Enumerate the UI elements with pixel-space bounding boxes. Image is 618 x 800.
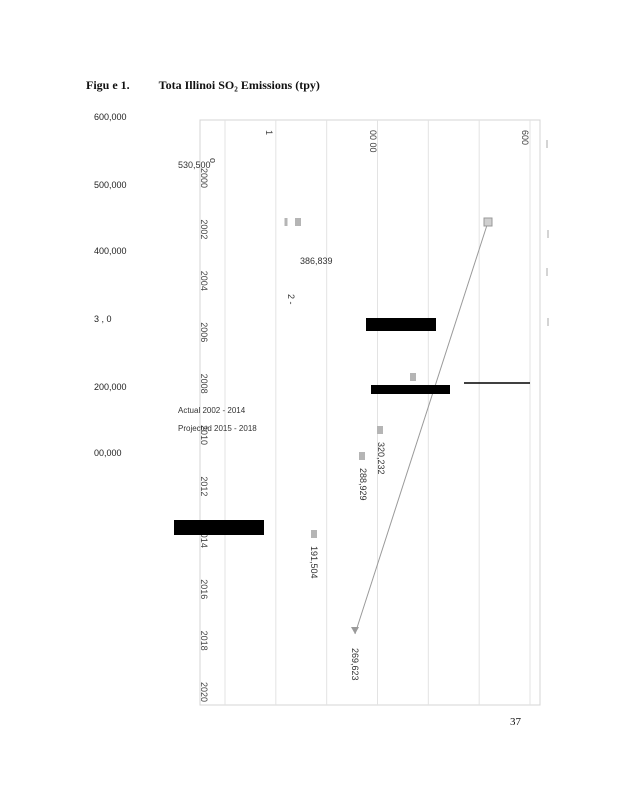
top-label: 600 <box>520 130 530 145</box>
actual-point <box>377 426 383 434</box>
data-label: 191,504 <box>309 546 319 579</box>
data-label: 386,839 <box>300 256 333 266</box>
redaction-bar-1 <box>371 385 450 394</box>
x-tick-label: 2016 <box>199 579 209 599</box>
y-tick-label: 00,000 <box>94 448 122 458</box>
redaction-bar-0 <box>366 318 436 331</box>
projected-point <box>483 217 493 227</box>
data-label: 288,929 <box>358 468 368 501</box>
x-tick-label: 2006 <box>199 322 209 342</box>
y-tick-label: 3 , 0 <box>94 314 112 324</box>
x-tick-label: 2014 <box>199 528 209 548</box>
x-tick-label: 2020 <box>199 682 209 702</box>
y-tick-label: 200,000 <box>94 382 127 392</box>
actual-point <box>311 530 317 538</box>
top-label: 1 <box>264 130 274 135</box>
y-tick-label: 600,000 <box>94 112 127 122</box>
data-label: 320,232 <box>376 442 386 475</box>
actual-point <box>359 452 365 460</box>
legend-actual: Actual 2002 - 2014 <box>178 406 246 415</box>
x-tick-label: 2012 <box>199 476 209 496</box>
x-tick-label: 2008 <box>199 374 209 394</box>
data-label: 2 - <box>286 294 296 305</box>
data-label: 530,500 <box>178 160 211 170</box>
figure-caption: Figu e 1. Tota Illinoi SO₂ Emissions (tp… <box>86 78 320 93</box>
y-tick-label: 500,000 <box>94 180 127 190</box>
y-tick-label: 400,000 <box>94 246 127 256</box>
x-tick-label: 2010 <box>199 425 209 445</box>
projected-trend-line <box>354 221 489 635</box>
actual-point <box>410 373 416 381</box>
redaction-bar-2 <box>174 520 264 535</box>
figure-title: Tota Illinoi SO₂ Emissions (tpy) <box>158 78 320 92</box>
legend-projected: Projected 2015 - 2018 <box>178 424 257 433</box>
plot-frame <box>199 119 541 706</box>
x-tick-label: 2004 <box>199 271 209 291</box>
x-tick-label: 2018 <box>199 631 209 651</box>
data-label: o <box>208 158 218 163</box>
figure-label: Figu e 1. <box>86 78 130 92</box>
projected-arrow <box>351 627 359 634</box>
data-label: 269,623 <box>350 648 360 681</box>
x-tick-label: 2002 <box>199 219 209 239</box>
page-number: 37 <box>510 716 521 728</box>
x-tick-label: 2000 <box>199 168 209 188</box>
actual-point <box>284 218 288 226</box>
actual-point <box>295 218 301 226</box>
top-label: 00 00 <box>368 130 378 153</box>
